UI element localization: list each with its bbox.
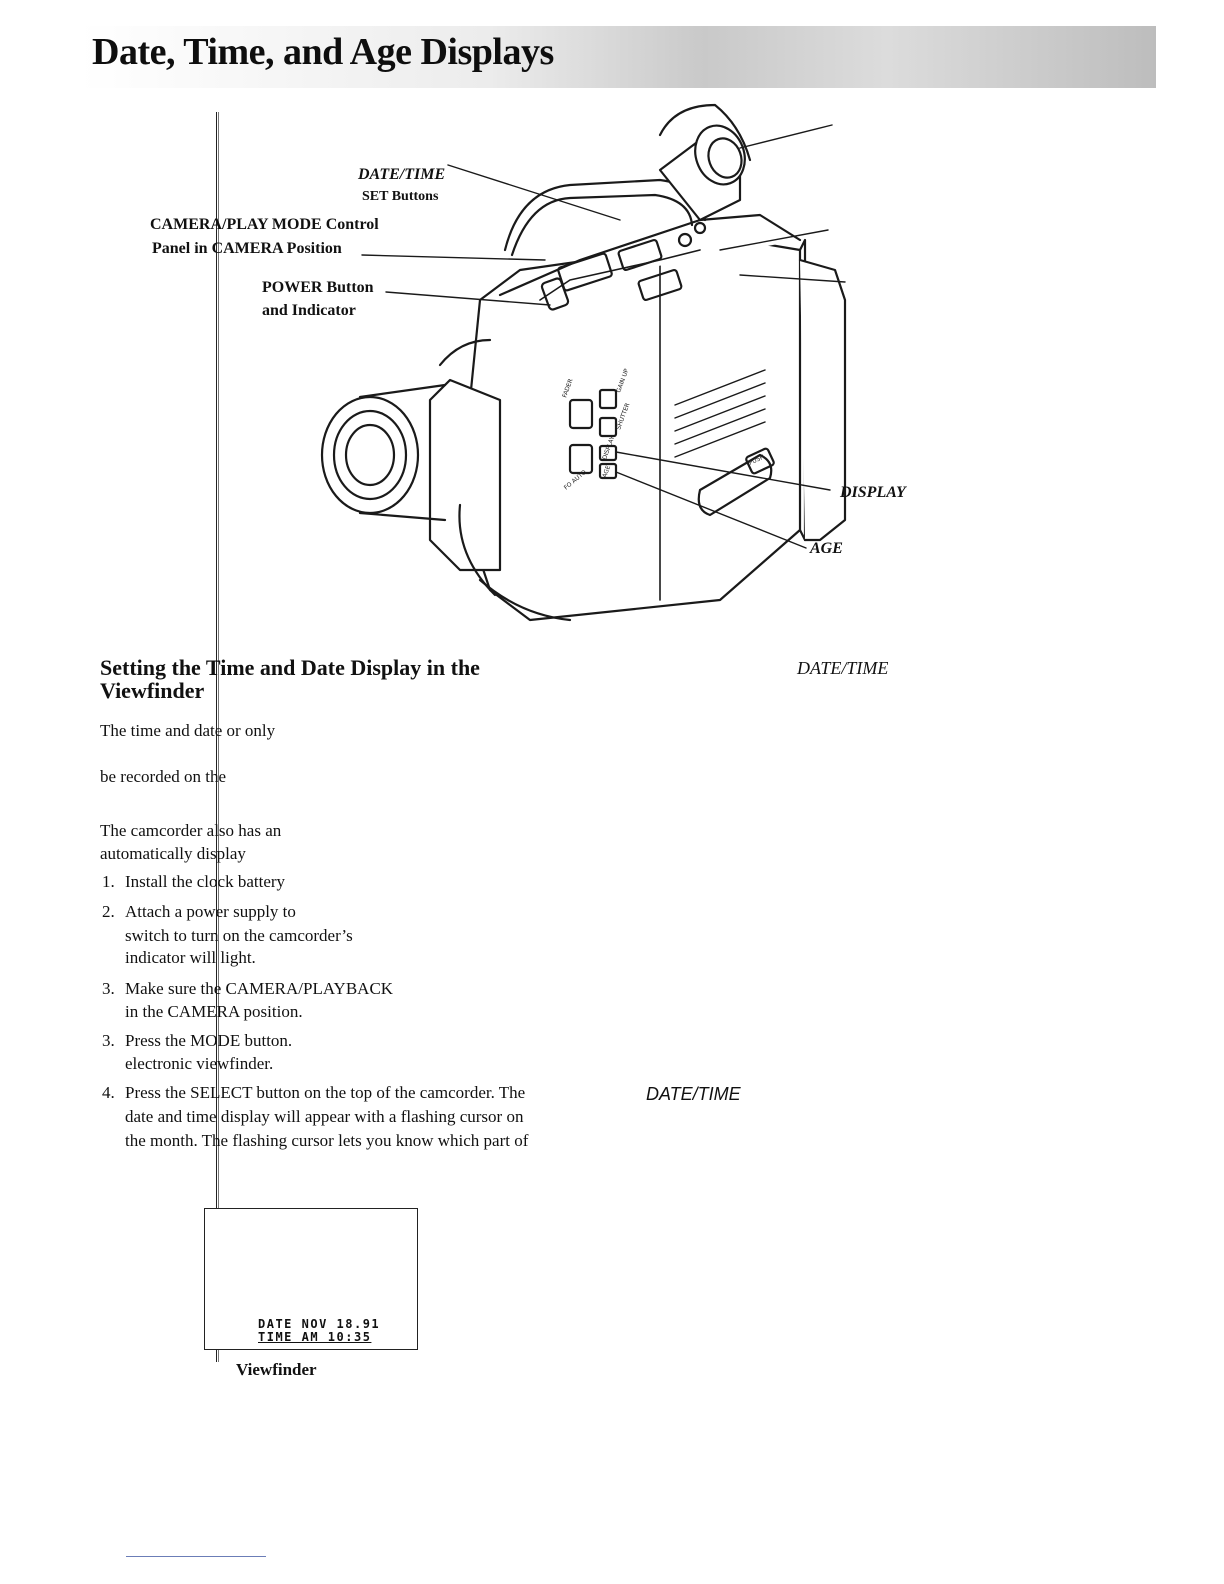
label-datetime: DATE/TIME — [358, 166, 446, 183]
step-text: Make sure the CAMERA/PLAYBACK — [125, 979, 394, 998]
label-power-button: POWER Button — [262, 279, 374, 296]
label-mode-panel: Panel in CAMERA Position — [152, 240, 342, 257]
step-number: 4. — [102, 1083, 115, 1102]
section-heading-line2: Viewfinder — [100, 678, 205, 703]
panel-age: AGE — [601, 464, 612, 478]
label-age-button: AGE — [810, 540, 843, 557]
scan-line — [216, 112, 217, 1362]
viewfinder-caption: Viewfinder — [236, 1360, 317, 1379]
label-set-buttons: SET Buttons — [362, 189, 439, 204]
margin-note-datetime: DATE/TIME — [797, 658, 889, 678]
section-heading: Setting the Time and Date Display in the… — [100, 656, 580, 702]
viewfinder-screen — [204, 1208, 418, 1350]
step-text: switch to turn on the camcorder’s — [125, 926, 353, 945]
viewfinder-date: DATE NOV 18.91 — [258, 1317, 381, 1331]
step-text: indicator will light. — [125, 948, 256, 967]
step-number: 1. — [102, 872, 115, 891]
step-text: electronic viewfinder. — [125, 1054, 274, 1073]
camcorder-illustration: FADER GAIN UP SHUTTER DISPLAY AGE FO AUT… — [100, 100, 1060, 640]
step-text: in the CAMERA position. — [125, 1002, 303, 1021]
step-number: 2. — [102, 902, 115, 921]
step-text: the month. The flashing cursor lets you … — [125, 1131, 529, 1150]
label-mode-control: CAMERA/PLAY MODE Control — [150, 216, 379, 233]
label-power-indicator: and Indicator — [262, 302, 356, 319]
step-number: 3. — [102, 979, 115, 998]
paragraph: The time and date or only — [100, 721, 276, 740]
paragraph: automatically display — [100, 844, 246, 863]
label-display-button: DISPLAY — [840, 484, 906, 501]
scan-line — [218, 112, 219, 1362]
viewfinder-time: TIME AM 10:35 — [258, 1330, 372, 1344]
paragraph: be recorded on the — [100, 767, 227, 786]
step-text: date and time display will appear with a… — [125, 1107, 524, 1126]
step-text: Install the clock battery — [125, 872, 286, 891]
title-banner — [80, 26, 1156, 88]
paragraph: The camcorder also has an — [100, 821, 282, 840]
margin-note-datetime-2: DATE/TIME — [646, 1084, 741, 1104]
step-text: Press the MODE button. — [125, 1031, 293, 1050]
page-title: Date, Time, and Age Displays — [92, 31, 554, 73]
step-number: 3. — [102, 1031, 115, 1050]
viewfinder-readout: DATE NOV 18.91 TIME AM 10:35 — [258, 1318, 380, 1344]
step-text: Press the SELECT button on the top of th… — [125, 1083, 526, 1102]
section-heading-line1: Setting the Time and Date Display in the — [100, 655, 480, 680]
step-text: Attach a power supply to — [125, 902, 296, 921]
footer-rule — [126, 1556, 266, 1557]
